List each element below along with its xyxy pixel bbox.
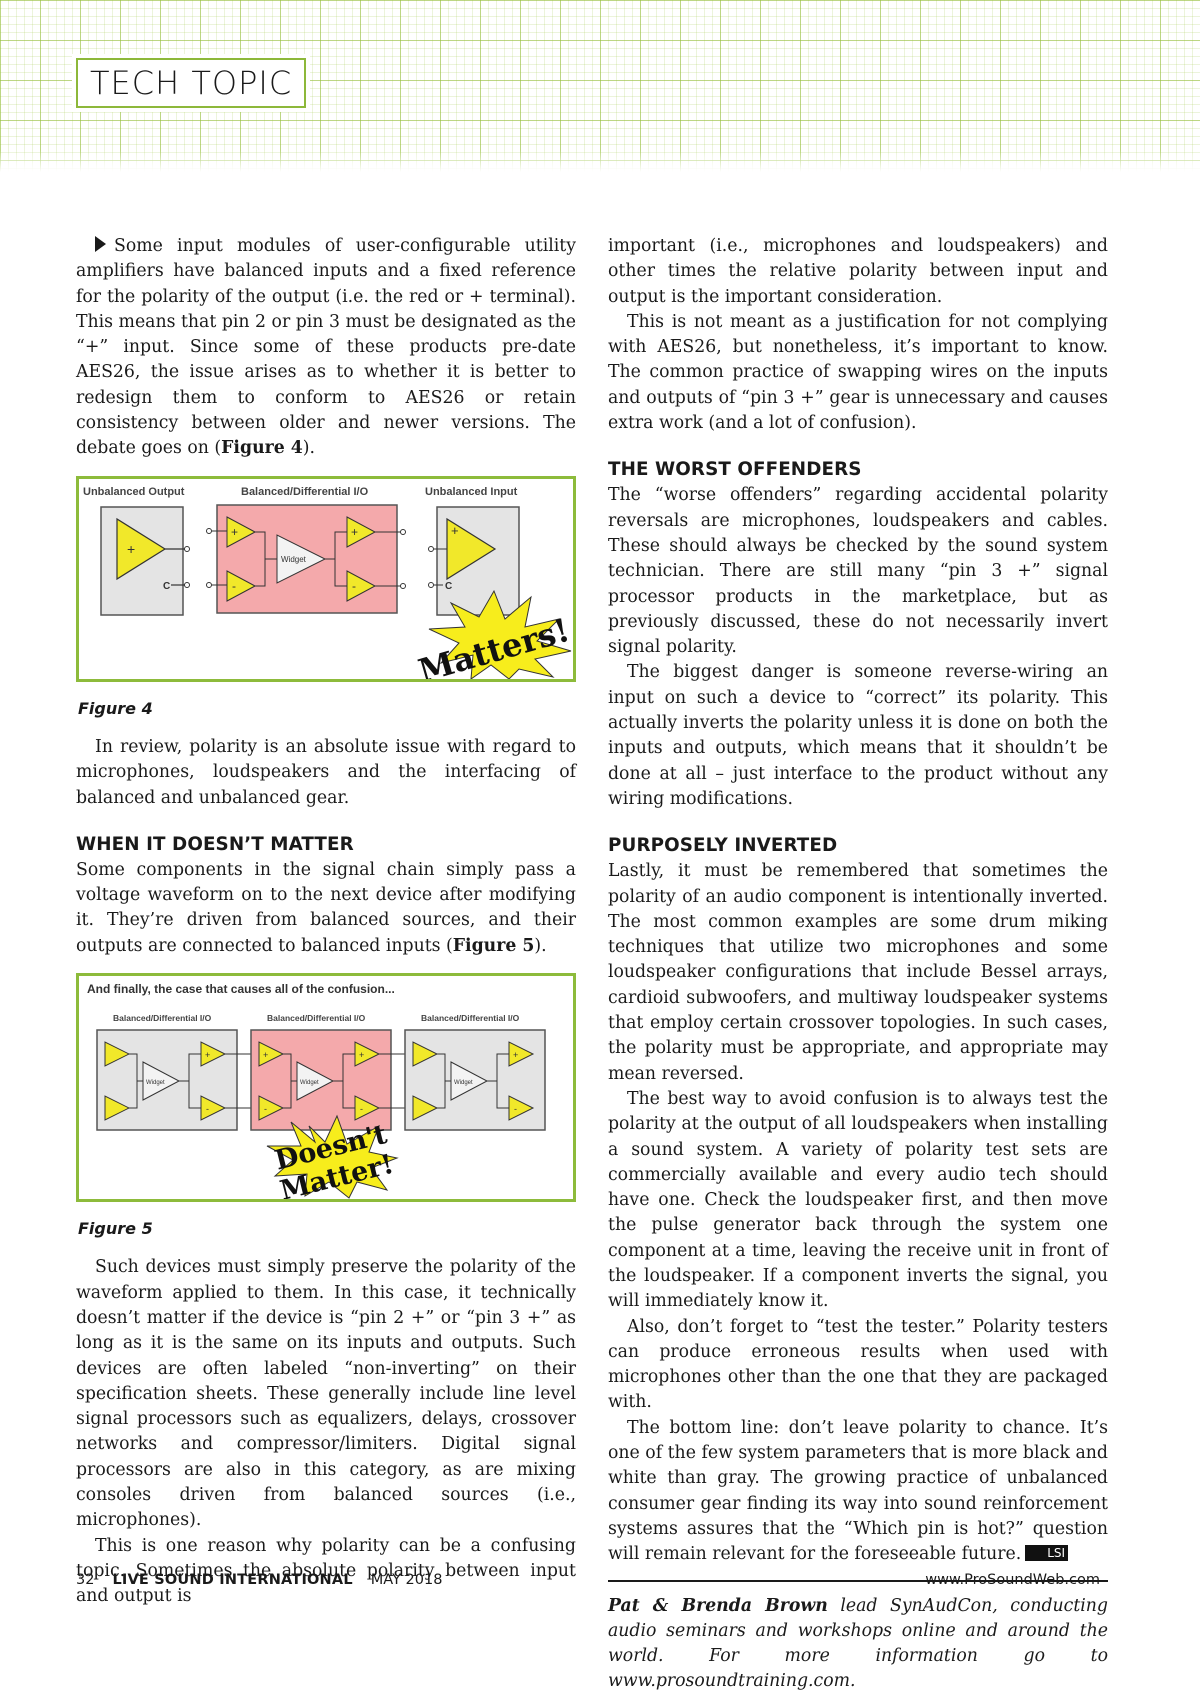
minus-label: - (206, 1104, 209, 1114)
widget-label: Widget (281, 555, 307, 564)
plus-label: + (263, 1050, 268, 1060)
section-heading: PURPOSELY INVERTED (608, 835, 838, 857)
paragraph: Some components in the signal chain simp… (76, 858, 576, 959)
figure-5-diagram: And finally, the case that causes all of… (87, 982, 546, 1199)
bio-divider (608, 1579, 1108, 1582)
paragraph: In review, polarity is an absolute issue… (76, 736, 576, 808)
paragraph-text: ). (534, 935, 547, 956)
figure-4: Unbalanced Output Balanced/Differential … (76, 475, 576, 682)
left-column: Some input modules of user-configurable … (76, 234, 576, 1610)
plus-label: + (451, 523, 459, 538)
minus-label: - (360, 1104, 363, 1114)
minus-label: - (514, 1104, 517, 1114)
footer-website[interactable]: www.ProSoundWeb.com (925, 1572, 1100, 1588)
plus-label: + (359, 1050, 364, 1060)
label-unbalanced-input: Unbalanced Input (425, 486, 518, 498)
amplifier-icon (116, 517, 167, 580)
paragraph: Some input modules of user-configurable … (76, 234, 576, 462)
minus-label: - (352, 579, 356, 593)
device-box-1: Widget + - (96, 1029, 238, 1131)
terminal-c-label: C (163, 581, 170, 592)
paragraph: This is not meant as a justification for… (608, 311, 1108, 434)
plus-label: + (513, 1050, 518, 1060)
widget-label: Widget (300, 1080, 319, 1086)
paragraph-text: ). (302, 438, 316, 459)
plus-label: + (231, 525, 238, 539)
amplifier-icon (346, 515, 377, 548)
section-heading: THE WORST OFFENDERS (608, 459, 862, 481)
author-names: Pat & Brenda Brown (608, 1595, 828, 1616)
starburst-icon (266, 1114, 399, 1199)
plus-label: + (127, 541, 135, 557)
figure-5: And finally, the case that causes all of… (76, 973, 576, 1203)
amplifier-icon (226, 569, 257, 602)
section-heading: WHEN IT DOESN’T MATTER (76, 833, 354, 855)
label-unbalanced-output: Unbalanced Output (83, 486, 185, 498)
header-grid-fade (0, 150, 1200, 172)
widget-label: Widget (454, 1080, 473, 1086)
arrow-bullet-icon (95, 236, 106, 252)
label-balanced-io: Balanced/Differential I/O (267, 1013, 366, 1023)
figure-4-caption: Figure 4 (78, 698, 153, 718)
label-balanced-io: Balanced/Differential I/O (241, 486, 369, 498)
paragraph: Such devices must simply preserve the po… (76, 1257, 576, 1531)
label-balanced-io: Balanced/Differential I/O (421, 1013, 520, 1023)
paragraph-text: Some components in the signal chain simp… (76, 859, 576, 956)
end-badge: LSI (1025, 1545, 1069, 1562)
paragraph: The “worse offenders” regarding accident… (608, 485, 1108, 658)
paragraph-text: The bottom line: don’t leave polarity to… (608, 1417, 1108, 1565)
figure-reference: Figure 5 (452, 935, 535, 956)
minus-label: - (232, 579, 236, 593)
page-number: 32 (76, 1572, 95, 1588)
terminal-c-label: C (445, 581, 452, 592)
paragraph: The bottom line: don’t leave polarity to… (608, 1416, 1108, 1568)
widget-icon (276, 533, 327, 584)
amplifier-icon (446, 517, 497, 580)
paragraph: The biggest danger is someone reverse-wi… (608, 662, 1108, 809)
plus-label: + (351, 525, 358, 539)
paragraph: Lastly, it must be remembered that somet… (608, 861, 1108, 1084)
footer-left: 32 LIVE SOUND INTERNATIONAL MAY 2018 (76, 1572, 442, 1588)
label-balanced-io: Balanced/Differential I/O (113, 1013, 212, 1023)
section-label: TECH TOPIC (76, 58, 307, 108)
device-box-3: Widget + - (404, 1029, 546, 1131)
widget-label: Widget (146, 1080, 165, 1086)
issue-date: MAY 2018 (370, 1572, 443, 1588)
paragraph: The best way to avoid confusion is to al… (608, 1088, 1108, 1312)
paragraph-text: Some input modules of user-configurable … (76, 236, 576, 459)
amplifier-icon (346, 569, 377, 602)
paragraph: This is one reason why polarity can be a… (76, 1535, 576, 1607)
header-grid-background (0, 0, 1200, 172)
terminal-icon (184, 545, 190, 552)
amplifier-icon (226, 515, 257, 548)
unbalanced-output-box (100, 505, 184, 616)
plus-label: + (205, 1050, 210, 1060)
device-box-2: + - Widget + - (250, 1029, 392, 1131)
figure-reference: Figure 4 (221, 438, 303, 459)
paragraph: Also, don’t forget to “test the tester.”… (608, 1316, 1108, 1413)
magazine-title: LIVE SOUND INTERNATIONAL (112, 1572, 353, 1588)
figure-4-diagram: Unbalanced Output Balanced/Differential … (83, 486, 573, 679)
figure-5-title: And finally, the case that causes all of… (87, 982, 395, 996)
starburst-icon (428, 589, 572, 679)
right-column: important (i.e., microphones and loudspe… (608, 234, 1108, 1695)
minus-label: - (264, 1104, 267, 1114)
terminal-icon (184, 581, 190, 588)
figure-5-caption: Figure 5 (78, 1219, 153, 1239)
paragraph: important (i.e., microphones and loudspe… (608, 236, 1108, 307)
author-bio: Pat & Brenda Brown lead SynAudCon, condu… (608, 1594, 1108, 1695)
